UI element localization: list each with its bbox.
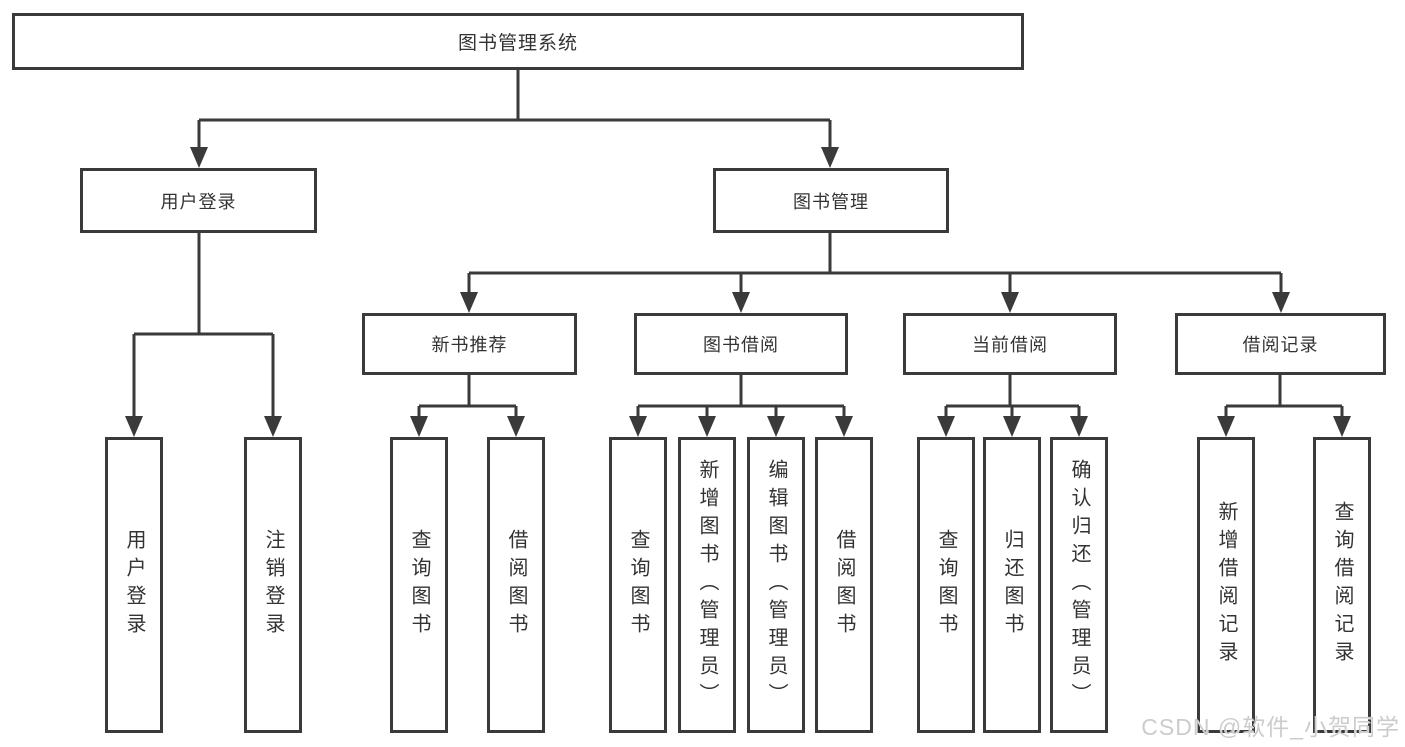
leaf-user-login: 用户登录 [105, 437, 163, 733]
arrowhead-down-icon [1333, 416, 1351, 437]
arrowhead-down-icon [264, 416, 282, 437]
arrowhead-down-icon [835, 416, 853, 437]
arrowhead-down-icon [125, 416, 143, 437]
leaf-query-books-recommend: 查询图书 [390, 437, 448, 733]
arrowhead-down-icon [937, 416, 955, 437]
arrowhead-down-icon [1070, 416, 1088, 437]
arrowhead-down-icon [698, 416, 716, 437]
connector-current-group [944, 375, 1081, 420]
arrowhead-down-icon [767, 416, 785, 437]
arrowhead-down-icon [1217, 416, 1235, 437]
leaf-add-books-admin: 新增图书（管理员） [678, 437, 736, 733]
leaf-query-borrow-record: 查询借阅记录 [1313, 437, 1371, 733]
arrowhead-down-icon [1003, 416, 1021, 437]
leaf-borrow-books: 借阅图书 [815, 437, 873, 733]
connector-records-group [1224, 375, 1344, 420]
csdn-watermark: CSDN @软件_小贺同学 [1141, 714, 1400, 740]
leaf-query-books-current: 查询图书 [917, 437, 975, 733]
leaf-return-books: 归还图书 [983, 437, 1041, 733]
node-borrow-records: 借阅记录 [1175, 313, 1386, 375]
connector-login-group [132, 233, 275, 420]
node-book-management: 图书管理 [713, 168, 949, 233]
leaf-confirm-return-admin: 确认归还（管理员） [1050, 437, 1108, 733]
node-book-borrow: 图书借阅 [634, 313, 848, 375]
leaf-query-books-borrow: 查询图书 [609, 437, 667, 733]
connector-root-to-level2 [197, 70, 832, 150]
connector-recommend-group [417, 375, 518, 420]
node-user-login: 用户登录 [80, 168, 317, 233]
arrowhead-down-icon [732, 292, 750, 313]
node-root-system: 图书管理系统 [12, 13, 1024, 70]
arrowhead-down-icon [1001, 292, 1019, 313]
arrowhead-down-icon [507, 416, 525, 437]
node-current-borrow: 当前借阅 [903, 313, 1117, 375]
arrowhead-down-icon [190, 147, 208, 168]
arrowhead-down-icon [629, 416, 647, 437]
leaf-borrow-books-recommend: 借阅图书 [487, 437, 545, 733]
leaf-add-borrow-record: 新增借阅记录 [1197, 437, 1255, 733]
arrowhead-down-icon [460, 292, 478, 313]
leaf-edit-books-admin: 编辑图书（管理员） [747, 437, 805, 733]
leaf-logout: 注销登录 [244, 437, 302, 733]
node-new-book-recommend: 新书推荐 [362, 313, 577, 375]
connector-mgmt-to-level3 [467, 233, 1283, 295]
arrowhead-down-icon [1272, 292, 1290, 313]
arrowhead-down-icon [821, 147, 839, 168]
connector-borrow-group [636, 375, 846, 420]
arrowhead-down-icon [410, 416, 428, 437]
